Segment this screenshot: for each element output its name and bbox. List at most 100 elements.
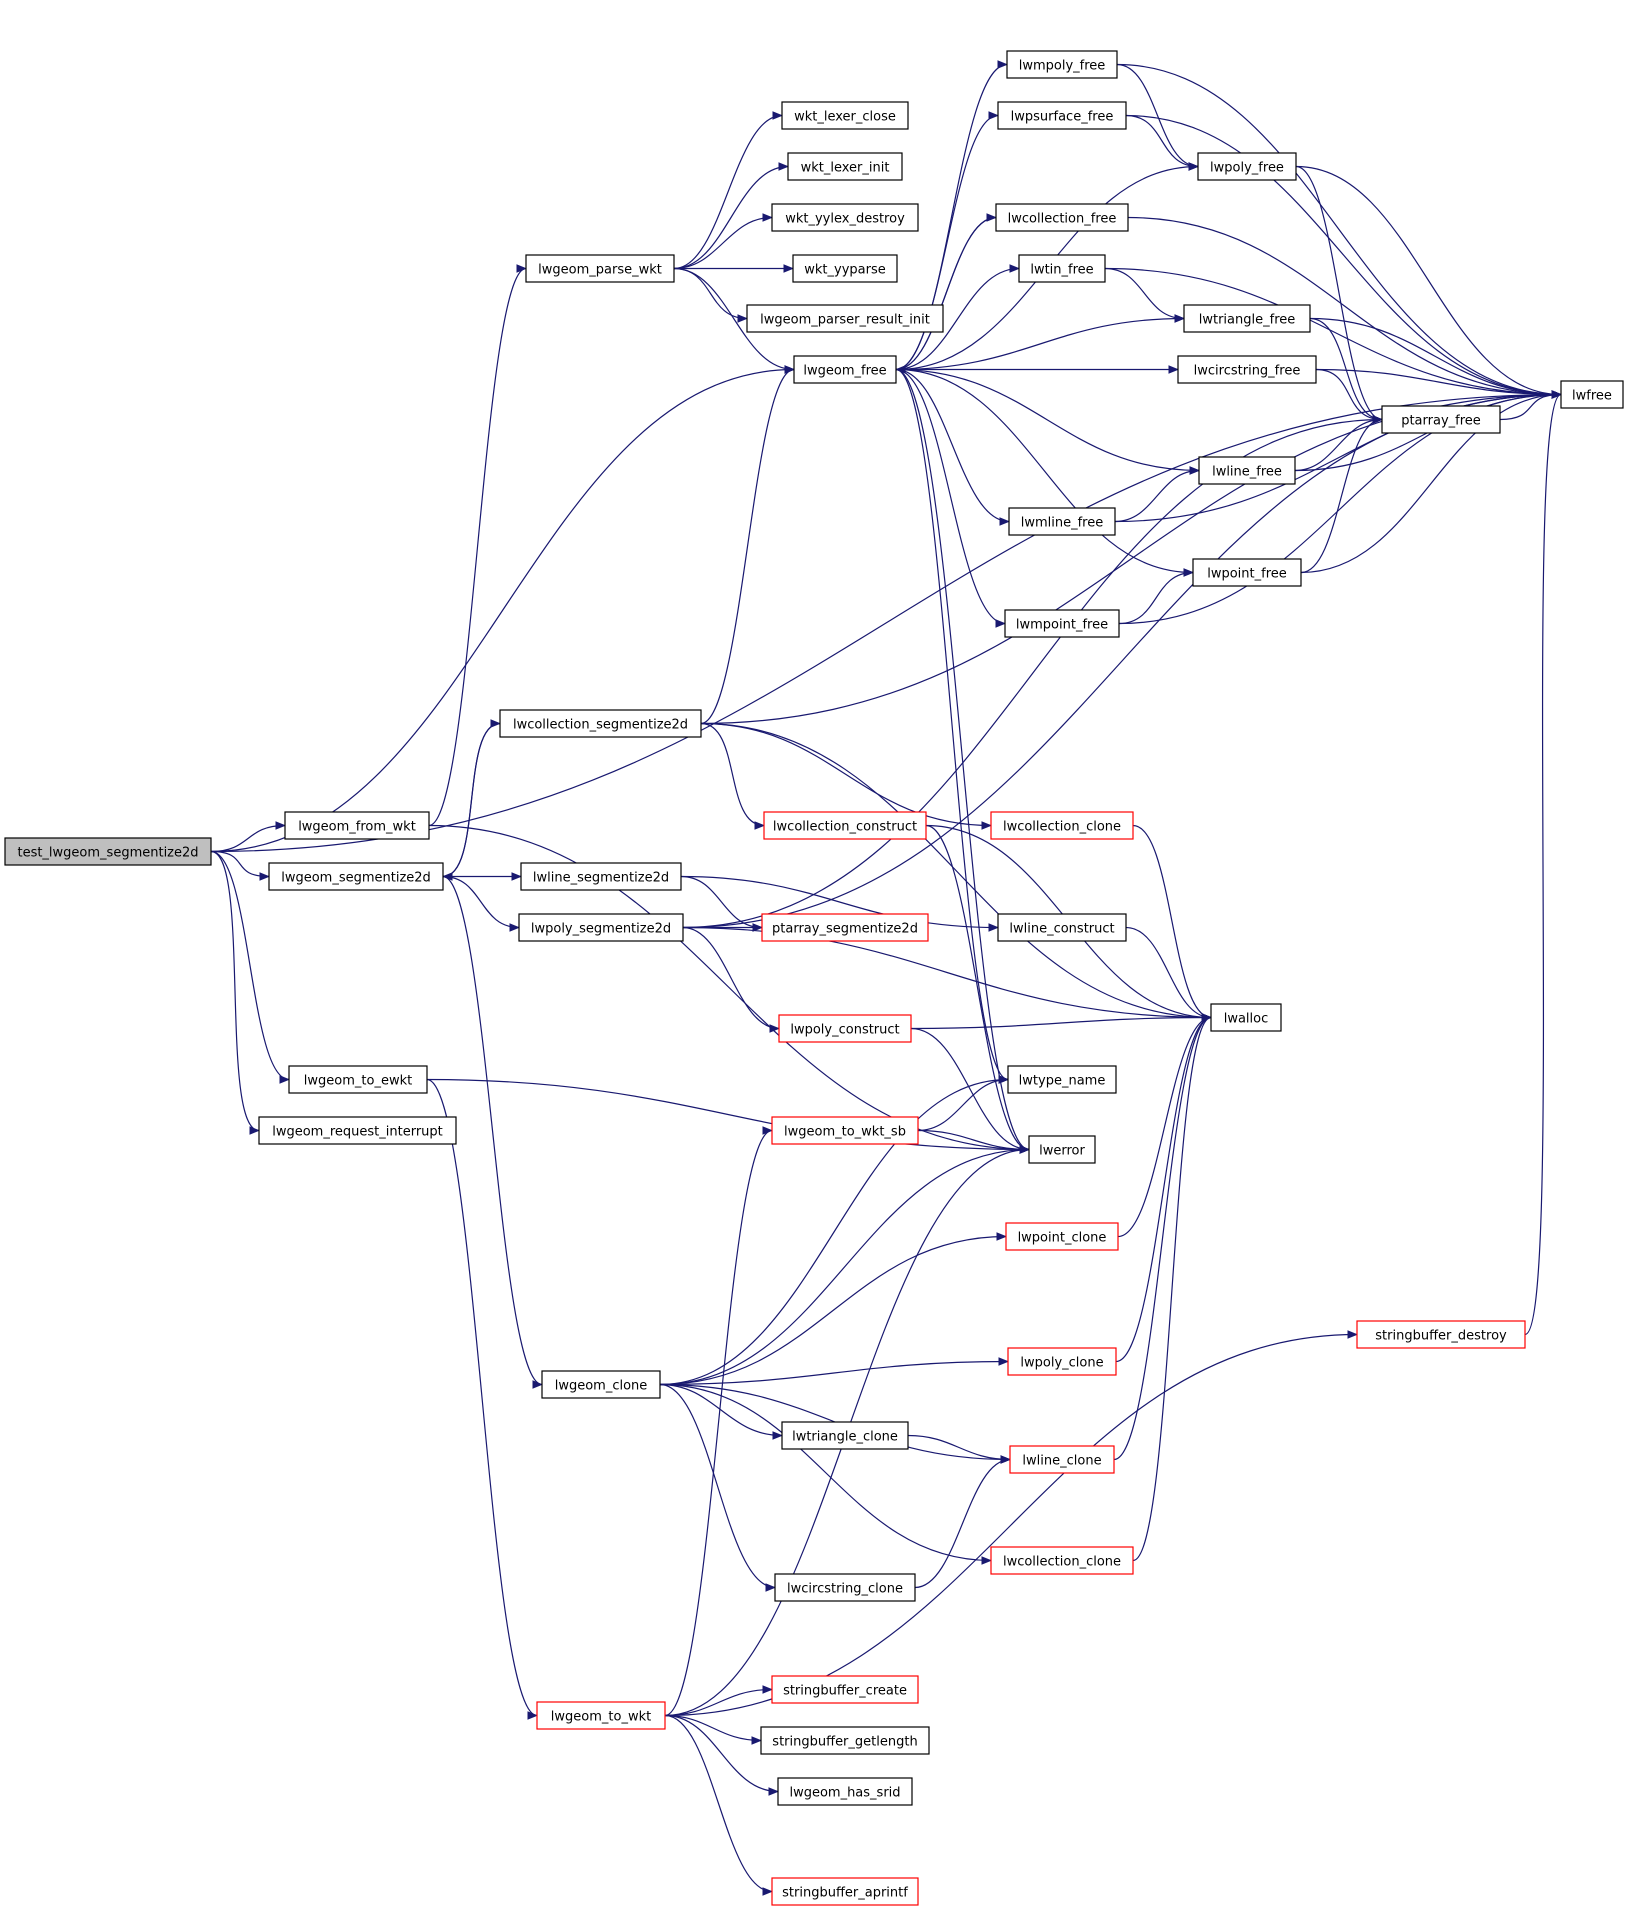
node-lwgeom-to-ewkt[interactable]: lwgeom_to_ewkt [288,1065,428,1094]
node-box [536,1701,666,1730]
node-box [990,811,1134,840]
node-box [997,913,1127,942]
edge-lwcircstring_free-to-ptarray_free [1315,368,1384,424]
edge-test_lwgeom_segmentize2d-to-lwfree [210,390,1563,853]
node-lwpoint-clone[interactable]: lwpoint_clone [1005,1222,1119,1251]
edge-lwmpoint_free-to-lwpoint_free [1118,568,1195,625]
node-wkt-yyparse[interactable]: wkt_yyparse [792,254,898,283]
edge-lwgeom_free-to-lwmpoint_free [895,368,1007,628]
node-box [1210,1003,1282,1032]
node-lwgeom-request-interrupt[interactable]: lwgeom_request_interrupt [258,1116,457,1145]
edge-lwmline_free-to-lwfree [1114,390,1563,523]
node-lwgeom-to-wkt-sb[interactable]: lwgeom_to_wkt_sb [771,1116,919,1145]
node-lwcollection-segmentize2d[interactable]: lwcollection_segmentize2d [499,709,702,738]
node-lwcollection-clone-a[interactable]: lwcollection_clone [990,811,1134,840]
node-label: lwgeom_from_wkt [298,820,416,835]
node-box [1198,456,1296,485]
edge-lwgeom_from_wkt-to-lwgeom_parse_wkt [428,264,528,827]
node-lwline-clone[interactable]: lwline_clone [1009,1445,1115,1474]
node-box [1183,304,1311,333]
edge-lwcollection_segmentize2d-to-lwfree [700,390,1563,725]
node-lwline-construct[interactable]: lwline_construct [997,913,1127,942]
node-lwgeom-parser-result-init[interactable]: lwgeom_parser_result_init [746,304,944,333]
node-lwgeom-free[interactable]: lwgeom_free [793,355,897,384]
node-test-lwgeom-segmentize2d[interactable]: test_lwgeom_segmentize2d [4,837,212,866]
edge-lwgeom_parse_wkt-to-wkt_lexer_init [673,162,790,270]
node-lwpoly-clone[interactable]: lwpoly_clone [1007,1347,1117,1376]
node-ptarray-free[interactable]: ptarray_free [1381,405,1501,434]
node-lwgeom-to-wkt[interactable]: lwgeom_to_wkt [536,1701,666,1730]
edge-lwgeom_parse_wkt-to-wkt_yylex_destroy [673,213,774,270]
node-lwcircstring-free[interactable]: lwcircstring_free [1177,355,1317,384]
node-lwgeom-from-wkt[interactable]: lwgeom_from_wkt [284,811,430,840]
node-lwalloc[interactable]: lwalloc [1210,1003,1282,1032]
node-box [288,1065,428,1094]
node-label: wkt_lexer_close [794,110,896,125]
node-lwtin-free[interactable]: lwtin_free [1018,254,1106,283]
node-stringbuffer-destroy[interactable]: stringbuffer_destroy [1356,1320,1526,1349]
edge-lwcircstring_free-to-lwfree [1315,368,1563,399]
node-ptarray-segmentize2d[interactable]: ptarray_segmentize2d [761,913,929,942]
node-lwfree[interactable]: lwfree [1560,380,1624,409]
node-label: wkt_lexer_init [801,161,890,176]
node-box [771,1877,919,1906]
node-label: lwpoly_segmentize2d [531,922,671,937]
node-box [1008,507,1116,536]
edge-lwline_segmentize2d-to-ptarray_segmentize2d [680,875,764,932]
node-box [284,811,430,840]
node-lwcollection-free[interactable]: lwcollection_free [995,203,1129,232]
node-lwmpoint-free[interactable]: lwmpoint_free [1004,609,1120,638]
node-lwpsurface-free[interactable]: lwpsurface_free [997,101,1127,130]
node-lwcircstring-clone[interactable]: lwcircstring_clone [774,1573,916,1602]
node-lwcollection-construct[interactable]: lwcollection_construct [763,811,927,840]
node-wkt-yylex-destroy[interactable]: wkt_yylex_destroy [771,203,919,232]
node-box [1009,1445,1115,1474]
node-stringbuffer-create[interactable]: stringbuffer_create [771,1675,919,1704]
node-lwpoly-segmentize2d[interactable]: lwpoly_segmentize2d [518,913,684,942]
edge-lwpoly_construct-to-lwerror [910,1027,1031,1154]
node-wkt-lexer-close[interactable]: wkt_lexer_close [781,101,909,130]
node-lwgeom-segmentize2d[interactable]: lwgeom_segmentize2d [268,862,444,891]
node-lwpoint-free[interactable]: lwpoint_free [1192,558,1302,587]
node-lwmline-free[interactable]: lwmline_free [1008,507,1116,536]
node-label: lwline_segmentize2d [533,871,669,886]
node-lwline-free[interactable]: lwline_free [1198,456,1296,485]
node-label: ptarray_segmentize2d [772,922,918,937]
node-label: lwfree [1572,389,1612,404]
node-box [525,254,675,283]
node-lwcollection-clone-b[interactable]: lwcollection_clone [990,1546,1134,1575]
node-lwerror[interactable]: lwerror [1028,1135,1096,1164]
node-label: ptarray_free [1401,414,1481,429]
node-lwpoly-free[interactable]: lwpoly_free [1197,152,1297,181]
node-lwgeom-has-srid[interactable]: lwgeom_has_srid [777,1777,913,1806]
edge-lwgeom_free-to-lwpsurface_free [895,111,1000,371]
node-label: wkt_yylex_destroy [785,212,905,227]
node-box [778,1014,912,1043]
node-box [787,152,903,181]
node-lwline-segmentize2d[interactable]: lwline_segmentize2d [520,862,682,891]
edge-lwcollection_clone_a-to-lwalloc [1132,824,1213,1022]
node-box [995,203,1129,232]
node-lwtriangle-clone[interactable]: lwtriangle_clone [781,1421,909,1450]
node-lwtriangle-free[interactable]: lwtriangle_free [1183,304,1311,333]
edge-lwpsurface_free-to-lwpoly_free [1125,114,1200,171]
node-box [781,101,909,130]
edge-lwpoly_segmentize2d-to-lwfree [682,390,1563,929]
node-box [1028,1135,1096,1164]
node-stringbuffer-aprintf[interactable]: stringbuffer_aprintf [771,1877,919,1906]
node-stringbuffer-getlength[interactable]: stringbuffer_getlength [760,1726,930,1755]
node-label: lwgeom_parse_wkt [538,263,662,278]
node-wkt-lexer-init[interactable]: wkt_lexer_init [787,152,903,181]
node-lwgeom-clone[interactable]: lwgeom_clone [541,1370,661,1399]
node-box [268,862,444,891]
node-label: lwcollection_clone [1003,1555,1121,1570]
edge-lwgeom_free-to-lwline_free [895,368,1201,475]
node-box [1005,1222,1119,1251]
edge-lwgeom_from_wkt-to-lwerror [428,824,1031,1154]
node-lwtype-name[interactable]: lwtype_name [1007,1065,1117,1094]
node-lwmpoly-free[interactable]: lwmpoly_free [1006,50,1118,79]
node-lwpoly-construct[interactable]: lwpoly_construct [778,1014,912,1043]
edge-lwgeom_to_ewkt-to-lwgeom_to_wkt [426,1078,539,1720]
node-lwgeom-parse-wkt[interactable]: lwgeom_parse_wkt [525,254,675,283]
